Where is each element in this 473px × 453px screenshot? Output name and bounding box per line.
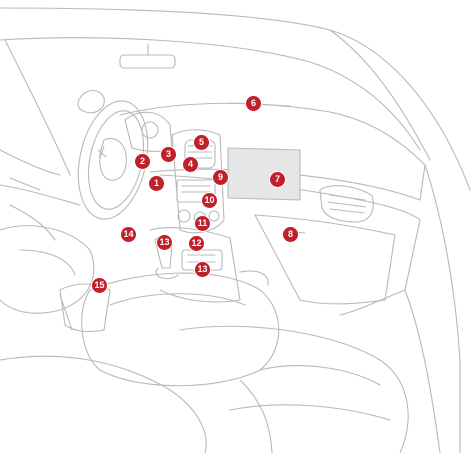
roof-line <box>0 7 471 191</box>
callout-14: 14 <box>121 227 136 242</box>
right-vent <box>319 185 374 223</box>
callout-12: 12 <box>189 236 204 251</box>
windshield-top-edge <box>0 37 421 151</box>
right-door <box>424 164 461 453</box>
callout-13-lower: 13 <box>195 262 210 277</box>
callout-3: 3 <box>161 147 176 162</box>
callout-7: 7 <box>270 172 285 187</box>
callout-5: 5 <box>194 135 209 150</box>
driver-seat <box>0 225 95 314</box>
center-stack <box>171 129 225 234</box>
display-screen <box>227 147 301 201</box>
passenger-seat-back <box>179 325 409 453</box>
callout-10: 10 <box>202 193 217 208</box>
side-mirror <box>77 89 105 114</box>
callout-8: 8 <box>283 227 298 242</box>
callout-11: 11 <box>195 216 210 231</box>
rearview-mirror <box>119 54 176 69</box>
door-panel <box>0 149 81 241</box>
callout-4: 4 <box>183 157 198 172</box>
instrument-cluster <box>124 111 173 152</box>
callout-2: 2 <box>135 154 150 169</box>
a-pillar <box>4 39 71 176</box>
steering-hub <box>99 137 127 181</box>
callout-13-upper: 13 <box>157 235 172 250</box>
callout-15: 15 <box>92 278 107 293</box>
callout-9: 9 <box>213 170 228 185</box>
console-tunnel <box>149 227 241 303</box>
glovebox-outline <box>254 214 396 305</box>
callout-6: 6 <box>246 96 261 111</box>
a-pillar-right <box>329 29 431 161</box>
callout-1: 1 <box>149 176 164 191</box>
radio-unit <box>176 179 216 203</box>
